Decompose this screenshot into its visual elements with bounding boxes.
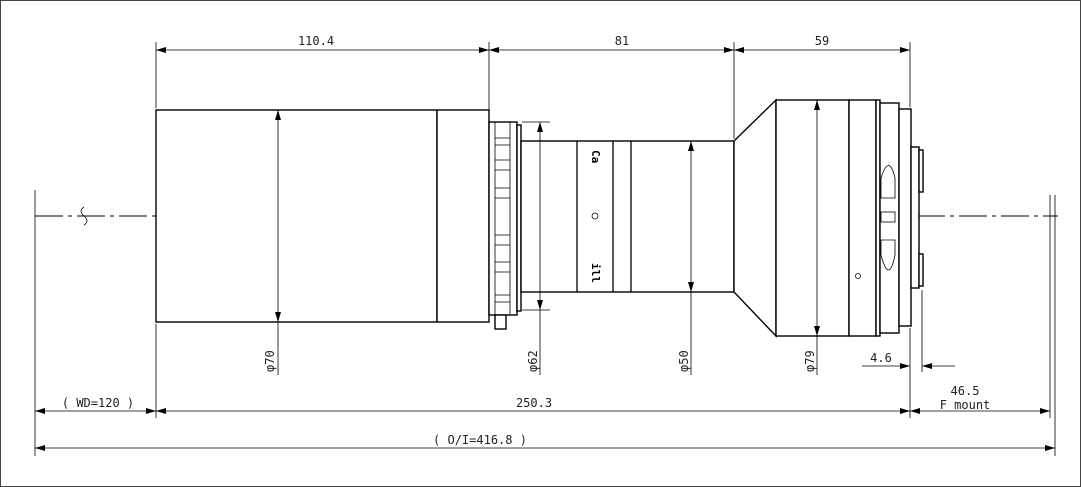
- dim-working-distance: ( WD=120 ): [62, 396, 134, 410]
- dim-flange-back: 46.5: [951, 384, 980, 398]
- dim-flange-step: 4.6: [870, 351, 892, 365]
- extension-lines: [34, 42, 1056, 456]
- cone-section: [733, 98, 777, 338]
- lens-marking-top: Ca: [589, 150, 602, 163]
- dim-dia-ring: φ62: [526, 350, 540, 372]
- bottom-dimensions: 4.6 ( WD=120 ) 250.3 46.5 F mount ( O/I=…: [35, 351, 1055, 451]
- mount-flange: [879, 102, 900, 334]
- top-dimensions: 110.4 81 59: [156, 34, 910, 53]
- rear-barrel: [775, 99, 850, 337]
- dim-dia-rear: φ79: [803, 350, 817, 372]
- dim-mid-length: 81: [615, 34, 629, 48]
- dim-rear-length: 59: [815, 34, 829, 48]
- lens-marking-bottom: ill: [589, 263, 602, 283]
- dim-object-image: ( O/I=416.8 ): [433, 433, 527, 447]
- front-barrel: [155, 109, 438, 323]
- front-barrel-ring: [436, 109, 490, 323]
- lock-screw: [494, 314, 507, 330]
- break-symbol-icon: [80, 206, 88, 226]
- f-mount-bayonet: [910, 146, 920, 289]
- middle-tube: [520, 140, 735, 293]
- dim-dia-tube: φ50: [677, 350, 691, 372]
- focus-ring: [488, 121, 518, 316]
- diameter-dimensions: φ70 φ62 φ50 φ79: [263, 100, 820, 375]
- dim-total-length: 250.3: [516, 396, 552, 410]
- mount-type-label: F mount: [940, 398, 991, 412]
- lens-body: Ca ill: [155, 98, 924, 338]
- dim-front-length: 110.4: [298, 34, 334, 48]
- dim-dia-front: φ70: [263, 350, 277, 372]
